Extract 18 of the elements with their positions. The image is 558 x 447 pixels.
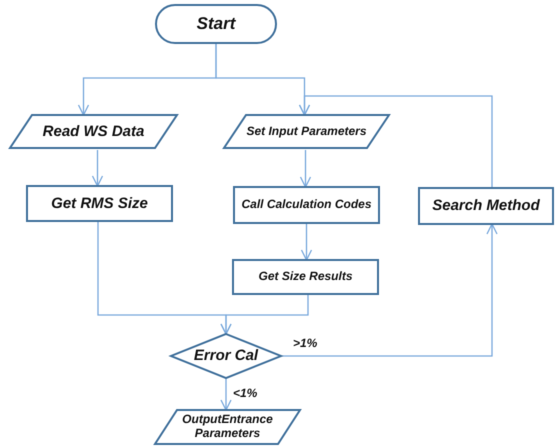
edge-label: <1%	[232, 386, 258, 400]
input-output-parallelogram: OutputEntrance Parameters	[155, 410, 300, 444]
arrow	[220, 378, 232, 411]
process-box: Search Method	[419, 188, 553, 224]
arrow	[220, 294, 309, 335]
input-output-parallelogram: Read WS Data	[10, 115, 177, 148]
arrow	[300, 150, 312, 188]
process-box: Call Calculation Codes	[234, 187, 379, 223]
decision-diamond: Error Cal	[171, 334, 281, 378]
start-terminal: Start	[156, 5, 276, 43]
arrow	[298, 95, 493, 188]
process-box: Get RMS Size	[27, 186, 172, 221]
input-output-parallelogram: Set Input Parameters	[224, 115, 389, 148]
arrow	[300, 223, 312, 261]
arrow	[281, 223, 498, 357]
edge-label: >1%	[292, 336, 318, 350]
process-box: Get Size Results	[233, 260, 378, 294]
arrow	[92, 150, 104, 187]
